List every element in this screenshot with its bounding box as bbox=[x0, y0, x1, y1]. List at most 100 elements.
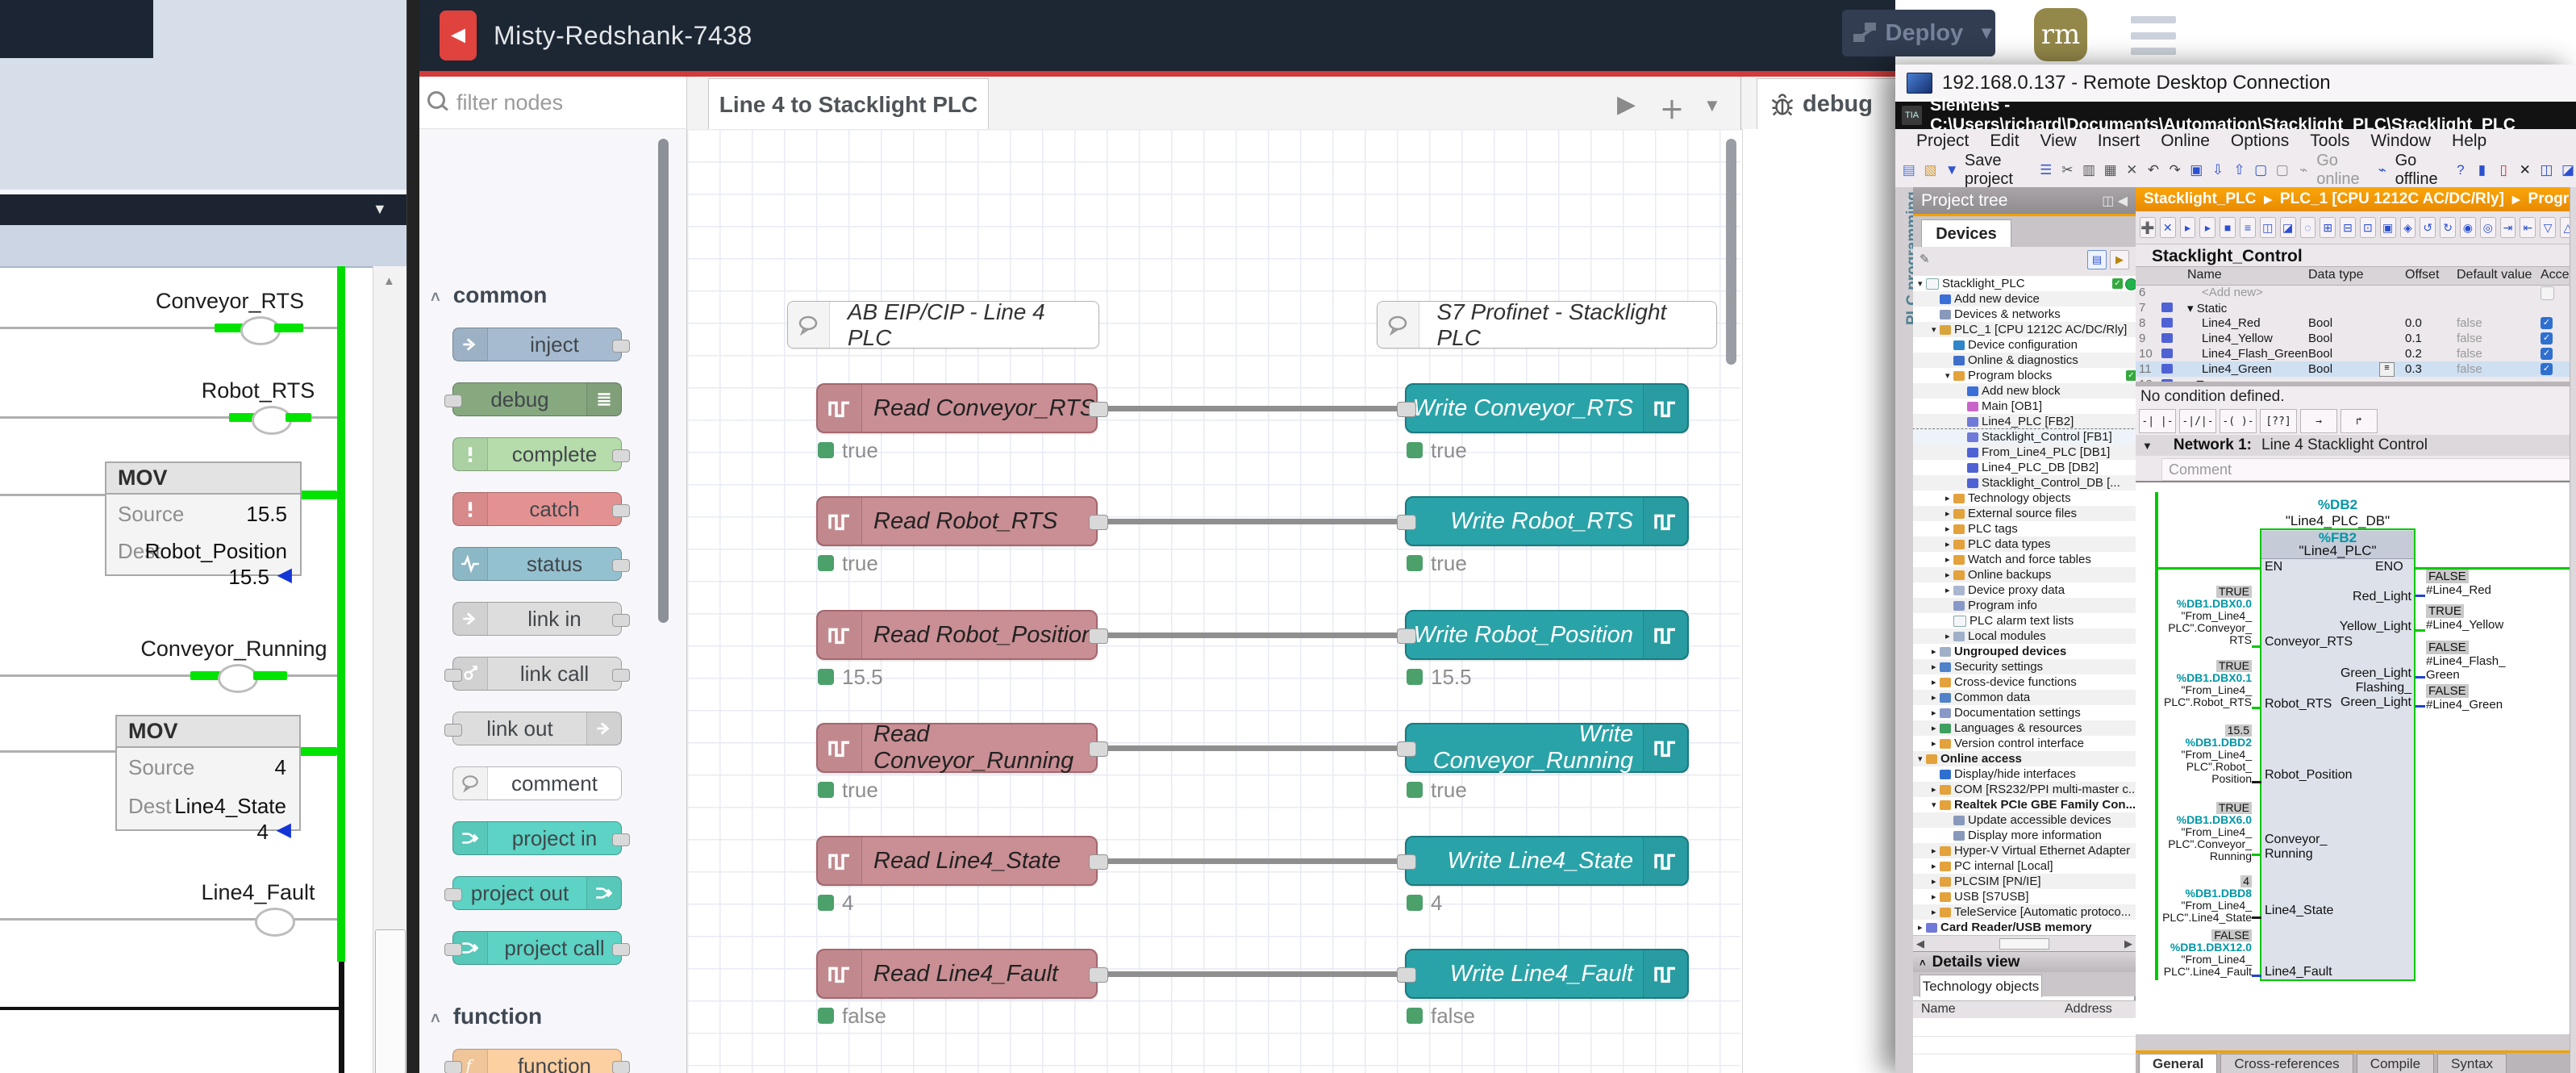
palette-node-inject[interactable]: inject bbox=[452, 328, 630, 361]
editor-tool-icon-5[interactable]: ■ bbox=[2220, 217, 2236, 238]
lad-input-operand[interactable]: 15.5%DB1.DBD2"From_Line4_PLC".Robot_Posi… bbox=[2123, 724, 2252, 785]
tree-expander-icon[interactable]: ▾ bbox=[1932, 800, 1936, 810]
side-tab-plc-programming[interactable]: PLC programming bbox=[1895, 187, 1921, 1073]
write-node[interactable]: Write Line4_Fault bbox=[1405, 949, 1689, 999]
save-project-label[interactable]: Save project bbox=[1964, 152, 2013, 188]
go-offline-icon[interactable]: ⌁ bbox=[2378, 162, 2386, 177]
tree-item[interactable]: ▸Technology objects bbox=[1913, 491, 2136, 506]
details-view-header[interactable]: ˄ Details view bbox=[1913, 951, 2136, 973]
tree-expander-icon[interactable]: ▸ bbox=[1932, 877, 1936, 887]
lad-instruction-icon-6[interactable]: ↱ bbox=[2340, 409, 2378, 433]
sidebar-tab-debug[interactable]: debug bbox=[1757, 78, 1896, 130]
delete-icon[interactable]: ✕ bbox=[2126, 162, 2138, 177]
node-output-port[interactable] bbox=[1089, 515, 1108, 530]
tree-item[interactable]: ▸Card Reader/USB memory bbox=[1913, 920, 2136, 935]
mov-source-value[interactable]: 4 bbox=[274, 755, 286, 779]
tree-item[interactable]: Main [OB1] bbox=[1913, 399, 2136, 414]
menu-item-view[interactable]: View bbox=[2040, 132, 2077, 150]
tree-item[interactable]: Program info bbox=[1913, 598, 2136, 613]
bottom-tab-syntax[interactable]: Syntax bbox=[2437, 1054, 2507, 1073]
palette-node-complete[interactable]: complete bbox=[452, 437, 630, 471]
palette-node-project-out[interactable]: project out bbox=[444, 876, 622, 910]
lad-instruction-icon-3[interactable]: -( )- bbox=[2220, 409, 2257, 433]
editor-tool-icon-17[interactable]: ◉ bbox=[2460, 217, 2476, 238]
tree-item[interactable]: Add new device bbox=[1913, 291, 2136, 307]
tree-expander-icon[interactable]: ▸ bbox=[1945, 586, 1950, 595]
node-output-port[interactable] bbox=[1089, 854, 1108, 870]
deploy-dropdown-icon[interactable]: ▼ bbox=[1978, 23, 1995, 43]
scroll-left-icon[interactable]: ◀ bbox=[1916, 937, 1924, 950]
collapse-network-icon[interactable]: ▼ bbox=[2142, 439, 2153, 452]
close-editor-icon[interactable]: ✕ bbox=[2519, 162, 2531, 177]
tree-item[interactable]: ▸Security settings bbox=[1913, 659, 2136, 674]
stop-cpu-icon[interactable]: ▢ bbox=[2275, 162, 2289, 177]
tree-expander-icon[interactable]: ▸ bbox=[1918, 923, 1923, 933]
network-header[interactable]: ▼ Network 1: Line 4 Stacklight Control bbox=[2136, 435, 2576, 456]
tree-item[interactable]: ▸PLCSIM [PN/IE]✕ bbox=[1913, 874, 2136, 889]
run-flow-icon[interactable]: ▶ bbox=[1617, 91, 1636, 118]
tree-item[interactable]: Device configuration bbox=[1913, 337, 2136, 353]
tree-item[interactable]: ▸Ungrouped devices bbox=[1913, 644, 2136, 659]
tree-item[interactable]: ▾Stacklight_PLC✓ bbox=[1913, 276, 2136, 291]
table-row[interactable] bbox=[2136, 361, 2576, 377]
new-project-icon[interactable]: ▤ bbox=[1902, 162, 1915, 177]
ladder-panel-title-bar[interactable]: ▼ bbox=[0, 194, 407, 225]
editor-tool-icon-4[interactable]: ▸ bbox=[2199, 217, 2216, 238]
tree-expander-icon[interactable]: ▸ bbox=[1945, 494, 1950, 503]
write-node[interactable]: Write Line4_State bbox=[1405, 836, 1689, 886]
tree-item[interactable]: ▸USB [S7USB] bbox=[1913, 889, 2136, 904]
tree-expander-icon[interactable]: ▾ bbox=[1918, 754, 1923, 764]
tree-item[interactable]: Online & diagnostics bbox=[1913, 353, 2136, 368]
read-node[interactable]: Read Robot_Position bbox=[816, 610, 1098, 660]
palette-node-catch[interactable]: catch bbox=[452, 492, 630, 526]
tree-item[interactable]: Update accessible devices bbox=[1913, 812, 2136, 828]
write-node[interactable]: Write Conveyor_RTS bbox=[1405, 383, 1689, 433]
datatype-dropdown-icon[interactable]: ≡ bbox=[2379, 362, 2395, 377]
var-name[interactable]: Line4_Flash_Green bbox=[2202, 347, 2308, 361]
tree-item[interactable]: ▸Watch and force tables bbox=[1913, 552, 2136, 567]
tia-title-bar[interactable]: TIA Siemens - C:\Users\richard\Documents… bbox=[1895, 96, 2576, 134]
node-input-port[interactable] bbox=[1397, 967, 1416, 983]
tree-item[interactable]: ▸Local modules✓ bbox=[1913, 628, 2136, 644]
breadcrumb-item[interactable]: PLC_1 [CPU 1212C AC/DC/Rly] bbox=[2279, 190, 2504, 207]
go-online-icon[interactable]: ⌁ bbox=[2299, 162, 2308, 177]
palette-node-comment[interactable]: comment bbox=[452, 766, 622, 800]
tree-item[interactable]: ▸Common data bbox=[1913, 690, 2136, 705]
tree-item[interactable]: ▾Program blocks bbox=[1913, 368, 2136, 383]
panel-options-icon[interactable]: ◫ ◀ bbox=[2102, 194, 2128, 208]
print-icon[interactable]: ☰ bbox=[2040, 162, 2053, 177]
save-icon[interactable]: ▼ bbox=[1945, 162, 1959, 177]
tree-expander-icon[interactable]: ▸ bbox=[1945, 632, 1950, 641]
tree-expander-icon[interactable]: ▸ bbox=[1932, 739, 1936, 749]
node-input-port[interactable] bbox=[1397, 741, 1416, 757]
download-icon[interactable]: ⇩ bbox=[2211, 162, 2224, 177]
editor-tool-icon-8[interactable]: ◪ bbox=[2279, 217, 2296, 238]
lad-output-operand[interactable]: FALSE#Line4_Flash_Green bbox=[2426, 641, 2576, 682]
palette-node-project-in[interactable]: project in bbox=[452, 821, 630, 855]
output-coil-icon[interactable] bbox=[240, 316, 281, 345]
tree-item[interactable]: Line4_PLC [FB2] bbox=[1913, 414, 2136, 429]
var-datatype[interactable]: Bool bbox=[2308, 332, 2333, 345]
tree-item[interactable]: ▸Hyper-V Virtual Ethernet Adapter bbox=[1913, 843, 2136, 858]
mov-source-value[interactable]: 15.5 bbox=[246, 502, 287, 526]
node-output-port[interactable] bbox=[1089, 741, 1108, 757]
collapse-triangle-icon[interactable]: ▼ bbox=[373, 201, 387, 217]
write-node[interactable]: Write Robot_Position bbox=[1405, 610, 1689, 660]
splitter[interactable] bbox=[2136, 382, 2576, 386]
tree-item[interactable]: ▾Realtek PCIe GBE Family Con... bbox=[1913, 797, 2136, 812]
palette-scrollbar-thumb[interactable] bbox=[658, 139, 669, 623]
palette-filter-input[interactable] bbox=[432, 90, 660, 116]
node-output-port[interactable] bbox=[1089, 402, 1108, 417]
editor-tool-icon-9[interactable]: ◌ bbox=[2299, 217, 2316, 238]
lad-input-operand[interactable]: TRUE%DB1.DBX0.0"From_Line4_PLC".Conveyor… bbox=[2123, 586, 2252, 646]
tree-item[interactable]: ▸Languages & resources bbox=[1913, 720, 2136, 736]
tree-item[interactable]: Add new block bbox=[1913, 383, 2136, 399]
devices-tab[interactable]: Devices bbox=[1921, 219, 2011, 248]
editor-tool-icon-7[interactable]: ◫ bbox=[2259, 217, 2276, 238]
user-avatar[interactable]: rm bbox=[2034, 8, 2087, 61]
hscrollbar-thumb[interactable] bbox=[1999, 938, 2049, 950]
palette-node-link-in[interactable]: link in bbox=[452, 602, 630, 636]
tree-item[interactable]: Line4_PLC_DB [DB2] bbox=[1913, 460, 2136, 475]
tree-expander-icon[interactable]: ▸ bbox=[1945, 509, 1950, 519]
editor-tool-icon-13[interactable]: ▣ bbox=[2379, 217, 2396, 238]
